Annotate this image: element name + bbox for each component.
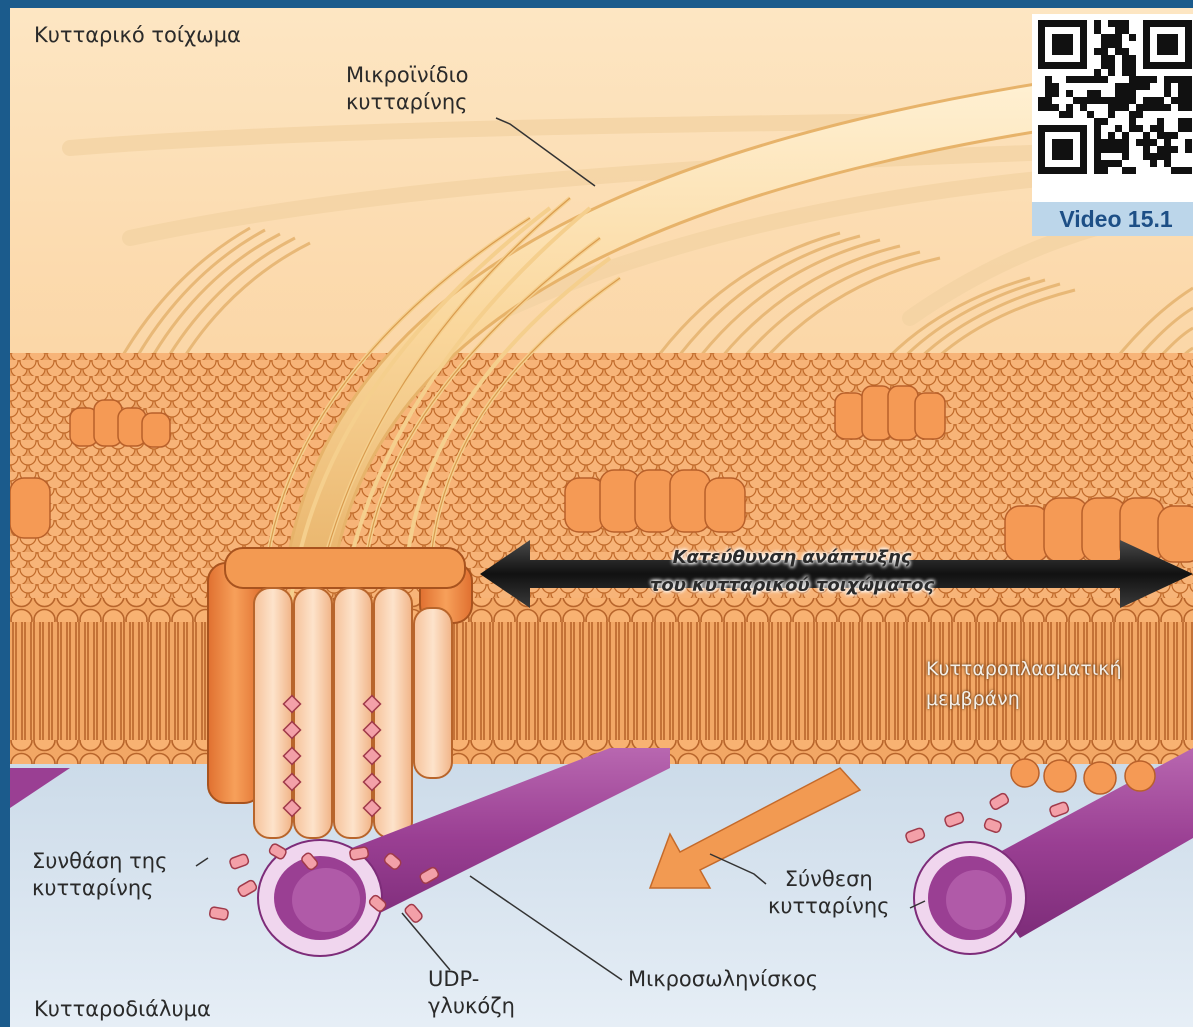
udp-glucose-line1: UDP- (428, 966, 515, 993)
growth-direction-label: Κατεύθυνση ανάπτυξης του κυτταρικού τοιχ… (582, 544, 1002, 600)
plasma-membrane-line1: Κυτταροπλασματική (926, 654, 1122, 684)
plasma-membrane-line2: μεμβράνη (926, 684, 1122, 714)
qr-code-icon (1032, 14, 1193, 202)
outer-bead-row (10, 598, 1193, 622)
cellulose-synthesis-label: Σύνθεση κυτταρίνης (768, 866, 889, 920)
udp-glucose-line2: γλυκόζη (428, 993, 515, 1020)
udp-glucose-label: UDP- γλυκόζη (428, 966, 515, 1020)
cytosol-label: Κυτταροδιάλυμα (34, 996, 211, 1023)
microfibril-label-line2: κυτταρίνης (346, 89, 469, 116)
microfibril-label-line1: Μικροϊνίδιο (346, 62, 469, 89)
cellulose-synthesis-line2: κυτταρίνης (768, 893, 889, 920)
cellulose-synthesis-diagram: Κυτταρικό τοίχωμα Μικροϊνίδιο κυτταρίνης… (10, 8, 1193, 1027)
cellulose-synthesis-line1: Σύνθεση (768, 866, 889, 893)
video-qr-code[interactable]: Video 15.1 (1032, 14, 1193, 236)
cellulose-synthase-line1: Συνθάση της (32, 848, 167, 875)
microtubule-label: Μικροσωληνίσκος (628, 966, 818, 993)
growth-direction-line1: Κατεύθυνση ανάπτυξης (582, 544, 1002, 572)
video-link-caption[interactable]: Video 15.1 (1032, 202, 1193, 236)
cellulose-synthase-label: Συνθάση της κυτταρίνης (32, 848, 167, 902)
cellulose-synthase-line2: κυτταρίνης (32, 875, 167, 902)
growth-direction-line2: του κυτταρικού τοιχώματος (582, 572, 1002, 600)
cell-wall-label: Κυτταρικό τοίχωμα (34, 22, 241, 49)
diagram-illustration (10, 8, 1193, 1027)
plasma-membrane-label: Κυτταροπλασματική μεμβράνη (926, 654, 1122, 714)
microfibril-label: Μικροϊνίδιο κυτταρίνης (346, 62, 469, 116)
